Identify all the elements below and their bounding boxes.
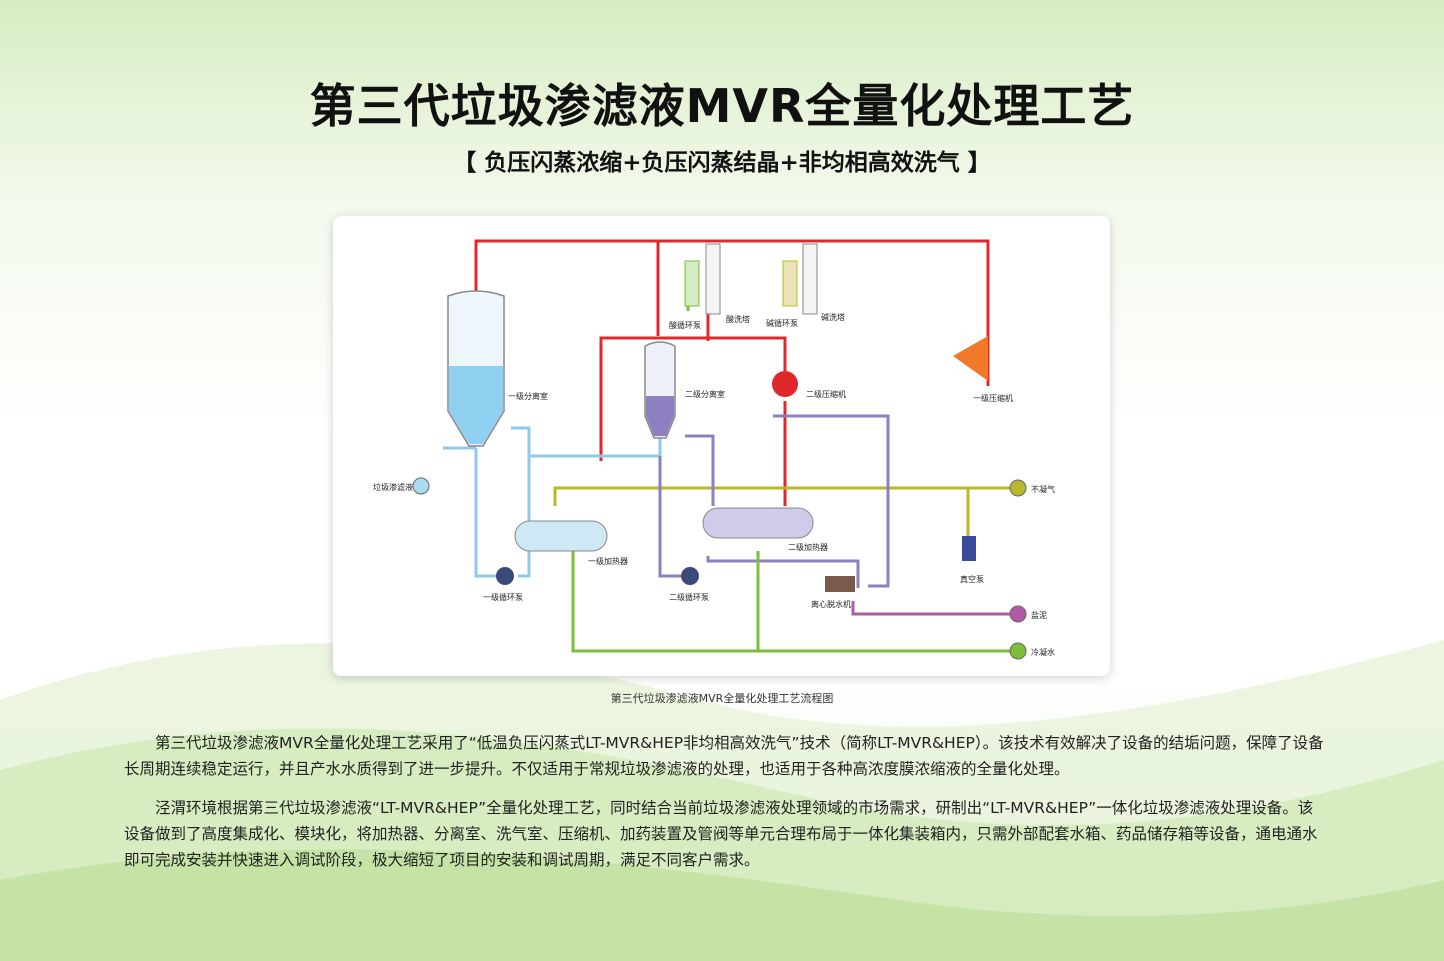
label-pump1: 一级循环泵 xyxy=(483,593,523,602)
process-flow-diagram: 酸循环泵 酸洗塔 碱循环泵 碱洗塔 一级分离室 二级分离室 二级压缩机 一级压缩… xyxy=(333,216,1110,676)
diagram-caption: 第三代垃圾渗滤液MVR全量化处理工艺流程图 xyxy=(610,692,834,705)
label-salt: 盐泥 xyxy=(1031,611,1047,620)
page-subtitle: 【 负压闪蒸浓缩+负压闪蒸结晶+非均相高效洗气 】 xyxy=(453,150,991,176)
diagram-drawing xyxy=(412,239,1027,660)
liquor-pipes xyxy=(658,414,890,588)
label-pump2: 二级循环泵 xyxy=(669,593,709,602)
paragraph-1: 第三代垃圾渗滤液MVR全量化处理工艺采用了“低温负压闪蒸式LT-MVR&HEP非… xyxy=(124,734,1324,778)
label-condensate: 冷凝水 xyxy=(1031,648,1055,657)
label-comp1: 一级压缩机 xyxy=(973,394,1013,403)
paragraph-2: 泾渭环境根据第三代垃圾渗滤液“LT-MVR&HEP”全量化处理工艺，同时结合当前… xyxy=(124,799,1318,869)
label-sep2: 二级分离室 xyxy=(685,390,725,399)
label-heater1: 一级加热器 xyxy=(588,557,628,566)
vapor-pipes xyxy=(443,426,662,578)
label-comp2: 二级压缩机 xyxy=(806,390,846,399)
label-sep1: 一级分离室 xyxy=(508,392,548,401)
label-centrifuge: 离心脱水机 xyxy=(811,600,851,609)
label-acid-tower: 酸洗塔 xyxy=(726,315,750,324)
label-acid-pump: 酸循环泵 xyxy=(669,321,701,330)
label-heater2: 二级加热器 xyxy=(788,543,828,552)
label-vacuum: 真空泵 xyxy=(960,575,984,584)
page-title: 第三代垃圾渗滤液MVR全量化处理工艺 xyxy=(309,79,1135,133)
steam-pipes xyxy=(474,239,990,506)
label-feed: 垃圾渗滤液 xyxy=(373,483,413,492)
label-alkali-pump: 碱循环泵 xyxy=(766,319,798,328)
label-noncond: 不凝气 xyxy=(1031,485,1055,494)
label-alkali-tower: 碱洗塔 xyxy=(821,313,845,322)
